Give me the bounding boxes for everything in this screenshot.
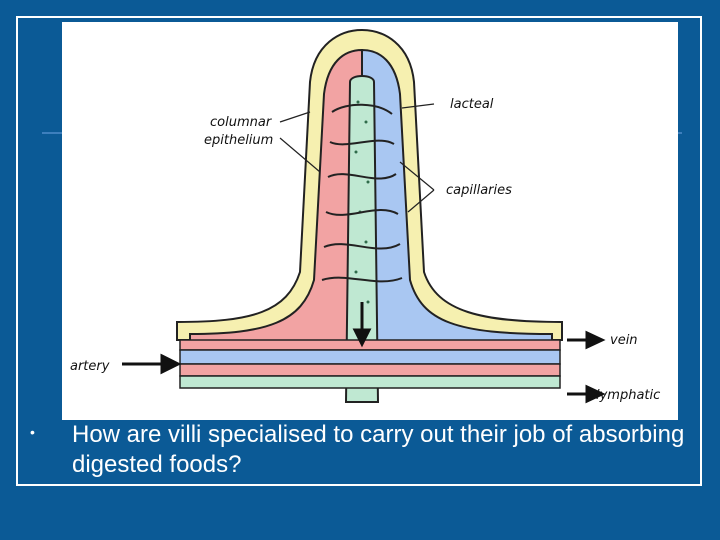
- label-epithelium: epithelium: [204, 133, 273, 148]
- label-vein: vein: [610, 333, 638, 348]
- lymphatic-vessel: [179, 375, 561, 389]
- leader-lines: [279, 103, 435, 213]
- question-text: How are villi specialised to carry out t…: [72, 421, 685, 478]
- artery-vessel: [179, 363, 561, 377]
- vein-vessel: [179, 349, 561, 365]
- bullet-marker: •: [30, 424, 35, 440]
- villus-diagram: columnar epithelium lacteal capillaries …: [62, 22, 678, 420]
- slide-frame: [16, 16, 702, 486]
- label-artery: artery: [70, 359, 110, 374]
- artery-vessel-upper: [179, 339, 561, 351]
- arterial-side: [189, 48, 363, 353]
- capillary-loops: [321, 103, 403, 283]
- flow-arrows: [122, 302, 606, 404]
- label-lacteal: lacteal: [450, 97, 494, 112]
- label-lymphatic: lymphatic: [596, 388, 660, 403]
- label-columnar: columnar: [210, 115, 273, 130]
- label-capillaries: capillaries: [446, 183, 512, 198]
- venous-side: [361, 48, 553, 353]
